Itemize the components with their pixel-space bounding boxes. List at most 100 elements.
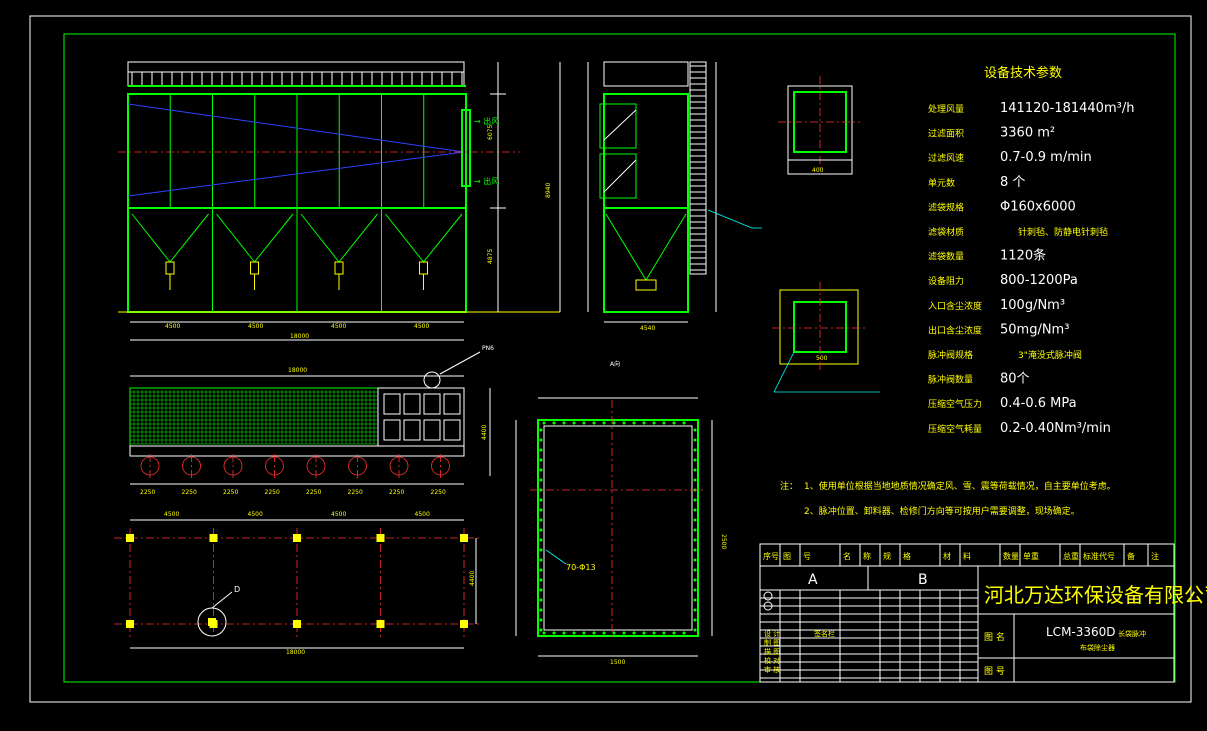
- spec-title: 设备技术参数: [984, 65, 1062, 81]
- spec-label: 出口含尘浓度: [928, 324, 982, 336]
- label-drawing-name: 图 名: [984, 631, 1005, 643]
- spec-value: 50mg/Nm³: [1000, 322, 1069, 337]
- dim-pitch: 2250: [223, 489, 238, 496]
- dim-found-bay: 4500: [331, 511, 346, 518]
- spec-label: 脉冲阀数量: [928, 374, 973, 386]
- dim-height-lower: 4875: [487, 249, 494, 264]
- dim-bay-1: 4500: [165, 323, 180, 330]
- spec-label: 滤袋规格: [928, 201, 964, 213]
- tb-row-sign: 签名栏: [814, 629, 835, 638]
- tb-header-cell: 规: [883, 551, 891, 561]
- outer-frame: [29, 15, 1192, 703]
- spec-value: 800-1200Pa: [1000, 273, 1078, 288]
- spec-value: 80个: [1000, 372, 1030, 387]
- spec-value: 0.2-0.40Nm³/min: [1000, 421, 1111, 436]
- tb-row-label: 制 图: [764, 638, 780, 647]
- leader-tag: PN6: [482, 345, 494, 352]
- spec-value: 8 个: [1000, 175, 1025, 190]
- dim-square-bot: 500: [816, 355, 828, 362]
- svg-text:→ 出风: → 出风: [474, 116, 499, 126]
- flange-view: [515, 397, 713, 657]
- spec-label: 单元数: [928, 177, 955, 189]
- company-name: 河北万达环保设备有限公司: [984, 583, 1207, 607]
- flange-hole-note: 70-Φ13: [566, 563, 596, 572]
- spec-label: 处理风量: [928, 103, 964, 115]
- spec-value: 3360 m²: [1000, 126, 1055, 141]
- spec-label: 脉冲阀规格: [928, 349, 973, 361]
- dim-pitch: 2250: [306, 489, 321, 496]
- inner-frame: [63, 33, 1176, 683]
- tb-header-cell: 备: [1127, 551, 1135, 561]
- dim-bay-4: 4500: [414, 323, 429, 330]
- title-letter-b: B: [918, 572, 928, 588]
- tb-header-cell: 单重: [1023, 551, 1039, 561]
- front-elevation: → 出风 → 出风: [118, 61, 560, 341]
- spec-label: 过滤面积: [928, 128, 964, 140]
- dim-bay-2: 4500: [248, 323, 263, 330]
- tb-header-cell: 数量: [1003, 551, 1019, 561]
- dim-plan-total: 18000: [288, 367, 307, 374]
- flange-sec-label: A向: [610, 360, 620, 368]
- dim-height-top: 6075: [487, 125, 494, 140]
- tb-header-cell: 号: [803, 552, 811, 561]
- spec-value: 100g/Nm³: [1000, 298, 1065, 313]
- dim-flange-h: 2500: [720, 534, 727, 549]
- tb-header-cell: 称: [863, 551, 871, 561]
- tb-row-label: 审 核: [764, 665, 780, 674]
- tb-row-label: 校 对: [764, 656, 780, 665]
- tb-header-cell: 料: [963, 551, 971, 561]
- dim-pitch: 2250: [182, 489, 197, 496]
- square-view-bottom: [772, 282, 880, 393]
- dim-pitch: 2250: [265, 489, 280, 496]
- spec-value: 针刺毡、防静电针刺毡: [1018, 226, 1108, 238]
- dim-found-total: 18000: [286, 649, 305, 656]
- tb-header-cell: 标准代号: [1083, 551, 1115, 561]
- tb-header-cell: 注: [1151, 551, 1159, 561]
- spec-value: 0.7-0.9 m/min: [1000, 150, 1092, 165]
- spec-value: Φ160x6000: [1000, 199, 1076, 214]
- dim-pitch: 2250: [348, 489, 363, 496]
- svg-text:→ 出风: → 出风: [474, 176, 499, 186]
- spec-label: 压缩空气耗量: [928, 423, 982, 435]
- spec-label: 压缩空气压力: [928, 398, 982, 410]
- label-drawing-no: 图 号: [984, 666, 1005, 677]
- tb-row-label: 描 图: [764, 647, 780, 656]
- dim-pitch: 2250: [431, 489, 446, 496]
- notes-line-1: 1、使用单位根据当地地质情况确定风、雪、震等荷载情况，自主要单位考虑。: [804, 480, 1116, 492]
- notes-line-2: 2、脉冲位置、卸料器、检修门方向等可按用户需要调整，现场确定。: [804, 505, 1080, 517]
- tb-row-label: 设 计: [764, 629, 780, 638]
- tb-header-cell: 总重: [1063, 551, 1079, 561]
- dim-side-width: 4540: [640, 325, 655, 332]
- dim-plan-width: 4400: [481, 425, 488, 440]
- tb-header-cell: 格: [903, 551, 911, 561]
- plan-view: [129, 351, 491, 485]
- foundation-layout: [114, 519, 482, 649]
- drawing-name-2: 布袋除尘器: [1080, 643, 1115, 652]
- spec-value: 1120条: [1000, 248, 1046, 264]
- spec-value: 3"淹没式脉冲阀: [1018, 349, 1082, 361]
- tb-header-cell: 名: [843, 551, 851, 561]
- tb-header-cell: 序号: [763, 551, 779, 561]
- side-elevation: [559, 61, 762, 323]
- drawing-name-1: 长袋脉冲: [1118, 629, 1146, 638]
- spec-label: 入口含尘浓度: [928, 300, 982, 312]
- dim-pitch: 2250: [140, 489, 155, 496]
- dim-bay-3: 4500: [331, 323, 346, 330]
- drawing-number: LCM-3360D: [1046, 625, 1116, 639]
- spec-label: 滤袋材质: [928, 226, 964, 238]
- spec-label: 滤袋数量: [928, 251, 964, 263]
- tb-header-cell: 图: [783, 552, 791, 561]
- spec-value: 141120-181440m³/h: [1000, 101, 1134, 116]
- dim-front-total: 18000: [290, 333, 309, 340]
- dim-square-top: 400: [812, 167, 824, 174]
- dim-found-bay: 4500: [164, 511, 179, 518]
- spec-value: 0.4-0.6 MPa: [1000, 396, 1077, 411]
- dim-height-mid: 8940: [545, 183, 552, 198]
- spec-label: 设备阻力: [928, 275, 964, 287]
- tb-header-cell: 材: [943, 551, 951, 561]
- title-block: [759, 543, 1175, 683]
- square-view-top: [778, 76, 860, 175]
- dim-found-width: 4400: [469, 571, 476, 586]
- title-letter-a: A: [808, 572, 818, 588]
